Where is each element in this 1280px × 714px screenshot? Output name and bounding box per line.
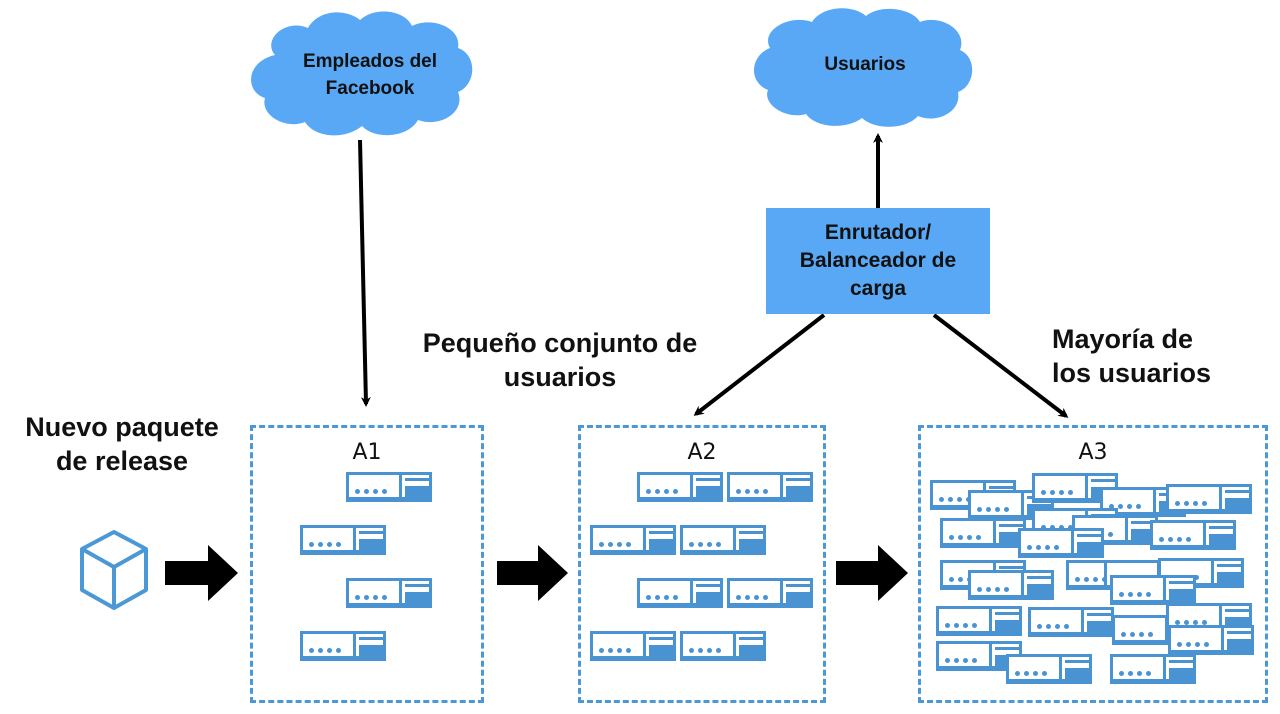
router-line3: carga (849, 277, 907, 300)
router-line1: Enrutador/ (824, 221, 932, 244)
server-icon (1168, 625, 1254, 655)
cloud-users-shape (753, 8, 973, 127)
server-icon (968, 570, 1054, 600)
server-icon (1028, 607, 1114, 637)
server-icon (1150, 520, 1236, 550)
label-majority-line2: los usuarios (1052, 358, 1212, 388)
server-icon (680, 631, 766, 661)
arrow-router-to-a3 (932, 313, 1069, 418)
server-icon (637, 472, 723, 502)
cloud-employees-line2: Facebook (325, 78, 415, 99)
server-icon (590, 525, 676, 555)
server-icon (637, 578, 723, 608)
server-icon (680, 525, 766, 555)
cube-icon (80, 530, 148, 610)
router-line2: Balanceador de (799, 249, 957, 272)
server-icon (1110, 654, 1196, 684)
server-icon (1006, 654, 1092, 684)
label-majority: Mayoría de los usuarios (1052, 322, 1232, 390)
server-icon (346, 578, 432, 608)
zone-a2: A2 (578, 425, 826, 703)
router-load-balancer: Enrutador/ Balanceador de carga (766, 208, 990, 314)
label-small-set-line2: usuarios (503, 362, 617, 392)
zone-a1: A1 (250, 425, 484, 703)
arrow-router-to-a2 (693, 313, 826, 416)
arrow-right-icon (165, 545, 238, 601)
server-icon (346, 472, 432, 502)
server-icon (300, 525, 386, 555)
label-small-set-line1: Pequeño conjunto de (422, 328, 698, 358)
cloud-users-label: Usuarios (824, 54, 906, 75)
cloud-employees: Empleados del Facebook (270, 48, 470, 102)
zone-a3-title: A3 (1078, 440, 1108, 465)
cloud-employees-line1: Empleados del (302, 51, 438, 72)
server-icon (727, 578, 813, 608)
arrow-right-icon (836, 545, 908, 601)
server-icon (936, 606, 1022, 636)
zone-a1-title: A1 (352, 440, 382, 465)
server-icon (1166, 484, 1252, 514)
label-majority-line1: Mayoría de (1052, 324, 1194, 354)
label-small-set: Pequeño conjunto de usuarios (400, 326, 720, 394)
server-icon (727, 472, 813, 502)
arrow-right-icon (497, 545, 568, 601)
label-new-package-line1: Nuevo paquete (25, 412, 219, 442)
server-icon (1018, 528, 1104, 558)
label-new-package-line2: de release (55, 446, 189, 476)
zone-a3: A3 (918, 425, 1268, 703)
arrow-employees-to-a1 (358, 139, 371, 407)
server-icon (940, 518, 1026, 548)
server-icon (1110, 575, 1196, 605)
label-new-package: Nuevo paquete de release (4, 410, 240, 478)
cloud-users: Usuarios (770, 51, 960, 78)
server-icon (300, 631, 386, 661)
zone-a2-title: A2 (687, 440, 717, 465)
server-icon (1158, 558, 1244, 588)
server-icon (590, 631, 676, 661)
cloud-employees-shape (251, 11, 473, 136)
